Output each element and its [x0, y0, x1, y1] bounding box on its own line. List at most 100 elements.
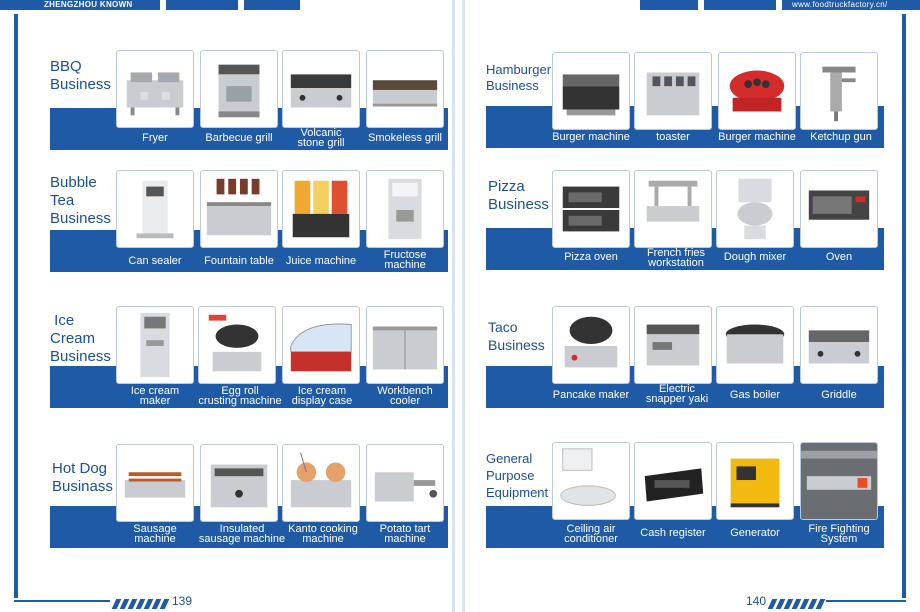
title-line-1: Hot Dog [52, 460, 108, 477]
header-bar-tab-3 [640, 0, 698, 10]
product-image-juice-machine [282, 170, 360, 248]
product-label-pizza-oven: Pizza oven [564, 251, 618, 263]
product-label-dough-mixer: Dough mixer [723, 251, 787, 263]
product-image-generator [716, 442, 794, 520]
title-line-2: Business [488, 337, 545, 353]
product-image-dough-mixer [716, 170, 794, 248]
footer-line-left [14, 600, 110, 602]
product-image-sausage-machine [116, 444, 194, 522]
product-image-smokeless-grill [366, 50, 444, 128]
product-image-ketchup-gun [800, 52, 878, 130]
product-image-ice-cream-maker [116, 306, 194, 384]
title-line-1: Ice [50, 312, 75, 329]
title-line-3: Equipment [486, 485, 549, 500]
product-label-oven: Oven [825, 251, 853, 263]
product-label-juice-machine: Juice machine [285, 255, 357, 267]
product-image-potato-tart-machine [366, 444, 444, 522]
title-line-1: Taco [488, 319, 518, 335]
product-label-burger-machine-2: Burger machine [718, 131, 796, 143]
product-image-oven [800, 170, 878, 248]
product-image-pizza-oven [552, 170, 630, 248]
product-image-pancake-maker [552, 306, 630, 384]
header-bar-tab-4 [704, 0, 776, 10]
title-line-1: Hamburger [486, 62, 552, 77]
product-image-burger-machine-1 [552, 52, 630, 130]
product-image-ceiling-air-conditioner [552, 442, 630, 520]
product-image-french-fries-workstation [634, 170, 712, 248]
product-image-fryer [116, 50, 194, 128]
header-bar-left [0, 0, 160, 10]
product-image-barbecue-grill [200, 50, 278, 128]
product-image-griddle [800, 306, 878, 384]
product-image-insulated-sausage-machine [200, 444, 278, 522]
product-label-smokeless-grill: Smokeless grill [368, 132, 442, 144]
product-image-electric-snapper-yaki [634, 306, 712, 384]
product-image-toaster [634, 52, 712, 130]
title-line-1: Pizza [488, 178, 525, 195]
product-label-pancake-maker: Pancake maker [552, 389, 630, 401]
product-image-workbench-cooler [366, 306, 444, 384]
title-line-2: Tea [50, 192, 75, 209]
product-image-can-sealer [116, 170, 194, 248]
product-image-fructose-machine [366, 170, 444, 248]
spine-left [452, 0, 455, 612]
product-image-ice-cream-display-case [282, 306, 360, 384]
brand-name: ZHENGZHOU KNOWN [44, 0, 133, 9]
right-page-border [902, 14, 906, 598]
title-line-2: Businass [52, 478, 113, 495]
title-line-1: Bubble [50, 174, 97, 191]
product-label-gas-boiler: Gas boiler [729, 389, 781, 401]
product-label-burger-machine-1: Burger machine [552, 131, 630, 143]
title-line-2: Purpose [486, 468, 535, 483]
product-image-volcanic-stone-grill [282, 50, 360, 128]
title-line-3: Business [50, 348, 111, 365]
product-image-fire-fighting-system [800, 442, 878, 520]
product-label-can-sealer: Can sealer [128, 255, 182, 267]
header-bar-right [782, 0, 920, 10]
title-line-2: Business [486, 78, 539, 93]
footer-line-right [826, 600, 906, 602]
product-label-griddle: Griddle [821, 389, 857, 401]
title-line-2: Business [50, 76, 111, 93]
product-label-fountain-table: Fountain table [204, 255, 274, 267]
page-number-right: 140 [746, 594, 767, 608]
product-image-gas-boiler [716, 306, 794, 384]
product-image-burger-machine-2 [718, 52, 796, 130]
header-bar-tab-1 [166, 0, 238, 10]
page-number-left: 139 [172, 594, 193, 608]
title-line-2: Cream [50, 330, 96, 347]
footer-stripes-left [111, 596, 170, 609]
spine-right [462, 0, 465, 612]
product-label-barbecue-grill: Barbecue grill [205, 132, 273, 144]
left-page-border [14, 14, 18, 598]
product-label-ketchup-gun: Ketchup gun [810, 131, 872, 143]
product-image-cash-register [634, 442, 712, 520]
product-image-egg-roll-crusting-machine [198, 306, 276, 384]
title-line-2: Business [488, 196, 549, 213]
